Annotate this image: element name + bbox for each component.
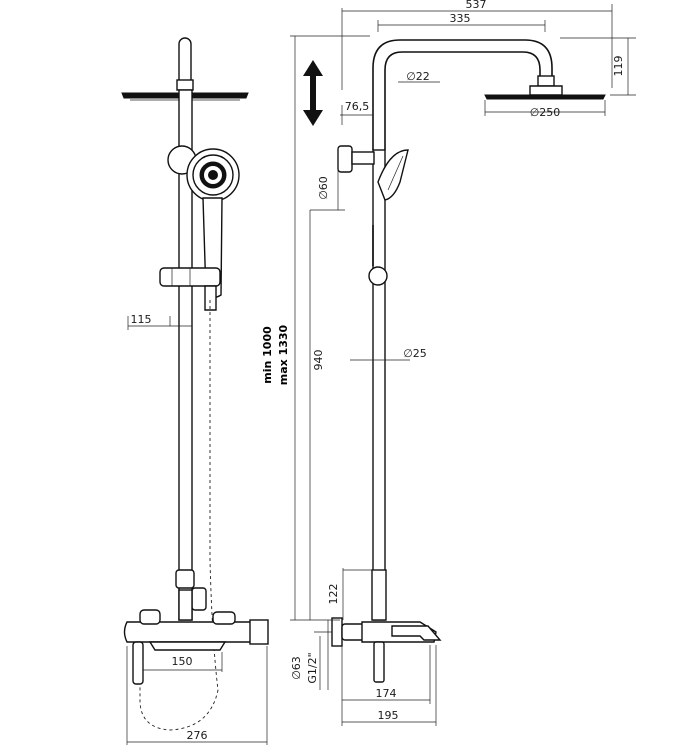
dim-76-5: 76,5 <box>345 100 370 113</box>
dim-25: ∅25 <box>403 347 427 360</box>
dim-60: ∅60 <box>317 176 330 200</box>
side-view <box>290 4 636 726</box>
dim-115: 115 <box>131 313 152 326</box>
dim-122: 122 <box>327 584 340 605</box>
front-lower-connector <box>175 569 195 589</box>
front-outlet-pipe <box>132 641 144 685</box>
side-main-tube <box>372 149 386 621</box>
dim-min-height: min 1000 <box>261 326 274 384</box>
dim-g12: G1/2" <box>306 652 319 683</box>
front-view <box>121 37 269 745</box>
front-hose <box>139 300 219 731</box>
side-overhead-arm <box>372 39 553 150</box>
front-thermostat-cap <box>249 619 269 645</box>
dim-940: 940 <box>312 350 325 371</box>
dim-174: 174 <box>376 687 397 700</box>
side-slider-ball <box>368 266 388 286</box>
dim-250: ∅250 <box>530 106 561 119</box>
dim-150: 150 <box>172 655 193 668</box>
height-adjust-arrow <box>303 60 323 126</box>
side-holder-knob <box>337 145 353 173</box>
dim-335: 335 <box>450 12 471 25</box>
side-overhead-plate <box>484 94 606 100</box>
side-wall-flange <box>331 617 343 647</box>
side-lower-connector <box>371 569 387 621</box>
dim-63: ∅63 <box>290 656 303 680</box>
dim-537: 537 <box>466 0 487 11</box>
front-mixer-body <box>123 621 266 643</box>
dim-276: 276 <box>187 729 208 742</box>
side-outlet-pipe <box>373 641 385 683</box>
front-riser-collar <box>176 79 194 91</box>
front-riser-top <box>178 37 192 87</box>
dim-119: 119 <box>612 56 625 77</box>
dim-195: 195 <box>378 709 399 722</box>
dim-22: ∅22 <box>406 70 430 83</box>
side-spout <box>391 625 442 641</box>
dim-max-height: max 1330 <box>277 324 290 385</box>
